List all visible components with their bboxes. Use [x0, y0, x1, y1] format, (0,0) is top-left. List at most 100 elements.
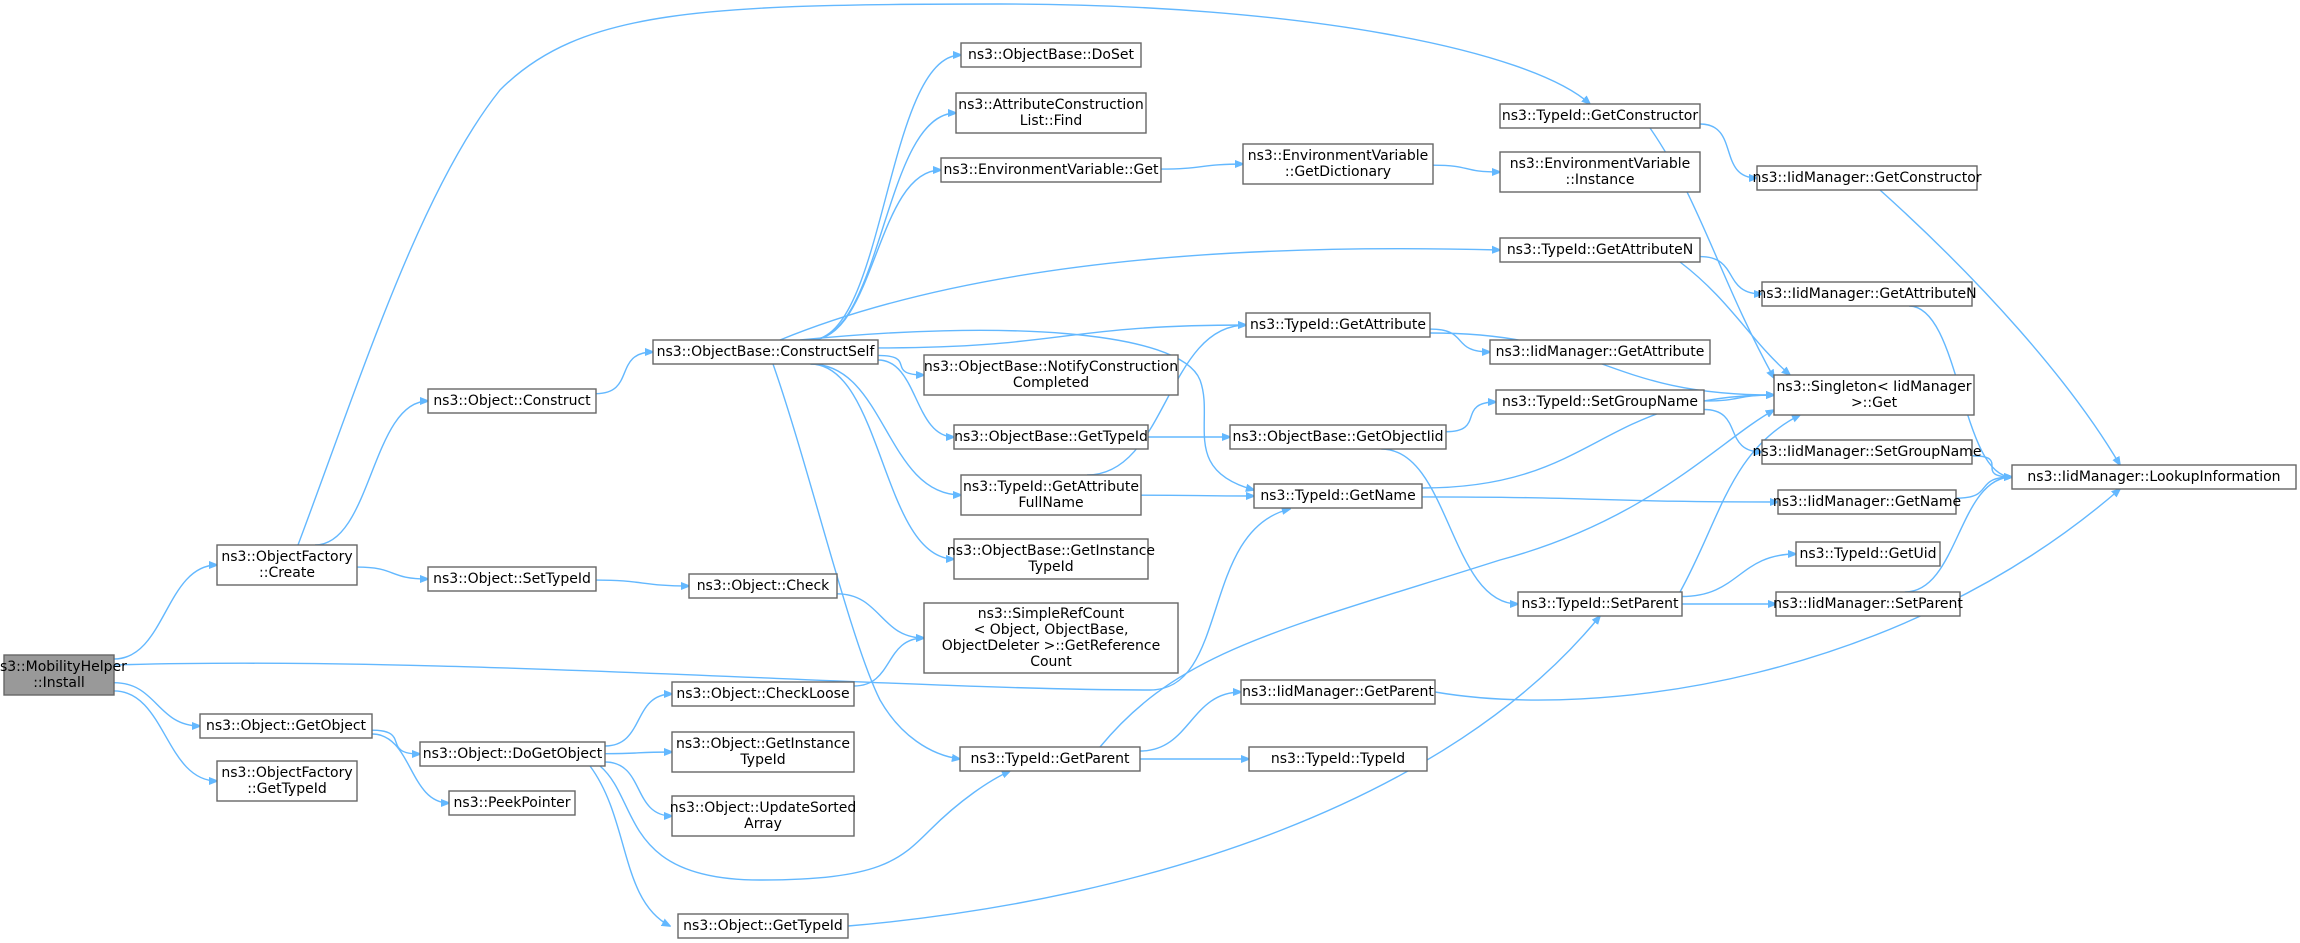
node-label: ns3::TypeId::GetConstructor	[1502, 108, 1698, 124]
edge-obj_settypeid-to-obj_check	[595, 579, 689, 586]
node-iid-getattribute[interactable]: ns3::IidManager::GetAttribute	[1489, 339, 1711, 365]
node-tid-getconstructor[interactable]: ns3::TypeId::GetConstructor	[1499, 103, 1701, 129]
edge-iid_getparent-to-iid_lookupinfo	[1434, 489, 2120, 701]
node-box	[1240, 679, 1436, 705]
edge-ob_getobjectiid-to-tid_setgroupname	[1445, 402, 1496, 433]
edge-ob_constructself-to-tid_getattributen	[779, 249, 1500, 341]
node-label: ns3::ObjectBase::DoSet	[968, 47, 1134, 63]
node-label: ns3::MobilityHelper	[0, 659, 127, 675]
edge-mh_install-to-obj_getobject	[113, 681, 200, 726]
edge-iid_getconstructor-to-iid_lookupinfo	[1879, 189, 2120, 465]
node-ev-getdictionary[interactable]: ns3::EnvironmentVariable::GetDictionary	[1242, 143, 1434, 185]
node-box	[427, 566, 597, 592]
node-box	[923, 354, 1179, 396]
node-ob-constructself[interactable]: ns3::ObjectBase::ConstructSelf	[652, 339, 879, 365]
node-tid-setparent[interactable]: ns3::TypeId::SetParent	[1517, 591, 1683, 617]
edge-tid_getparent-to-singleton_get	[1099, 410, 1774, 748]
node-of-gettypeid[interactable]: ns3::ObjectFactory::GetTypeId	[216, 760, 358, 802]
node-iid-getconstructor[interactable]: ns3::IidManager::GetConstructor	[1752, 165, 1982, 191]
node-obj-gettypeid[interactable]: ns3::Object::GetTypeId	[677, 913, 849, 939]
node-iid-getname[interactable]: ns3::IidManager::GetName	[1773, 489, 1961, 515]
node-box	[960, 474, 1142, 516]
node-label: ObjectDeleter >::GetReference	[942, 638, 1160, 654]
node-label: ns3::TypeId::TypeId	[1271, 751, 1405, 767]
edge-ob_constructself-to-ev_get	[810, 170, 942, 341]
edge-tid_getparent-to-iid_getparent	[1139, 692, 1241, 752]
node-box	[216, 760, 358, 802]
node-ev-instance[interactable]: ns3::EnvironmentVariable::Instance	[1499, 151, 1701, 193]
node-tid-getattributen[interactable]: ns3::TypeId::GetAttributeN	[1499, 237, 1701, 263]
node-box	[671, 731, 855, 773]
node-box	[671, 795, 855, 837]
node-obj-checkloose[interactable]: ns3::Object::CheckLoose	[671, 681, 855, 707]
node-label: ns3::IidManager::GetAttribute	[1496, 344, 1705, 360]
node-box	[688, 573, 838, 599]
node-label: List::Find	[1020, 113, 1083, 129]
node-box	[960, 42, 1142, 68]
node-iid-getattributen[interactable]: ns3::IidManager::GetAttributeN	[1757, 281, 1977, 307]
node-obj-check[interactable]: ns3::Object::Check	[688, 573, 838, 599]
node-obj-dogetobject[interactable]: ns3::Object::DoGetObject	[419, 741, 606, 767]
node-box	[1761, 439, 1973, 465]
node-of-create[interactable]: ns3::ObjectFactory::Create	[216, 544, 358, 586]
edge-ob_constructself-to-tid_getparent	[772, 363, 960, 759]
node-tid-getname[interactable]: ns3::TypeId::GetName	[1253, 483, 1423, 509]
node-iid-getparent[interactable]: ns3::IidManager::GetParent	[1240, 679, 1436, 705]
node-label: Array	[744, 816, 782, 832]
node-box	[923, 602, 1179, 674]
edge-of_create-to-tid_getconstructor	[297, 3, 1590, 546]
node-tid-getparent[interactable]: ns3::TypeId::GetParent	[959, 746, 1141, 772]
node-box	[1795, 541, 1941, 567]
node-label: ns3::IidManager::SetParent	[1773, 596, 1963, 612]
edge-ev_getdictionary-to-ev_instance	[1432, 164, 1500, 172]
node-label: ns3::IidManager::GetConstructor	[1752, 170, 1981, 186]
node-mh-install[interactable]: ns3::MobilityHelper::Install	[0, 654, 127, 696]
node-label: ns3::ObjectBase::GetObjectIid	[1232, 429, 1443, 445]
node-tid-getuid[interactable]: ns3::TypeId::GetUid	[1795, 541, 1941, 567]
node-label: ns3::Object::Construct	[433, 393, 591, 409]
node-ob-getobjectiid[interactable]: ns3::ObjectBase::GetObjectIid	[1229, 424, 1447, 450]
node-label: < Object, ObjectBase,	[974, 622, 1129, 638]
edge-tid_getattributen-to-singleton_get	[1679, 261, 1790, 375]
node-obj-construct[interactable]: ns3::Object::Construct	[427, 388, 597, 414]
node-tid-getattribute[interactable]: ns3::TypeId::GetAttribute	[1245, 312, 1431, 338]
node-box	[1242, 143, 1434, 185]
node-ob-doset[interactable]: ns3::ObjectBase::DoSet	[960, 42, 1142, 68]
node-ev-get[interactable]: ns3::EnvironmentVariable::Get	[940, 157, 1162, 183]
node-singleton-get[interactable]: ns3::Singleton< IidManager>::Get	[1773, 374, 1975, 416]
node-obj-settypeid[interactable]: ns3::Object::SetTypeId	[427, 566, 597, 592]
node-ob-gettypeid[interactable]: ns3::ObjectBase::GetTypeId	[953, 424, 1149, 450]
node-obj-getobject[interactable]: ns3::Object::GetObject	[199, 713, 373, 739]
node-label: ns3::ObjectFactory	[221, 549, 352, 565]
edge-ob_constructself-to-tid_getattrfullname	[810, 363, 962, 495]
node-label: ns3::IidManager::LookupInformation	[2027, 469, 2280, 485]
node-box	[2011, 464, 2297, 490]
edge-mh_install-to-of_create	[113, 565, 217, 660]
node-box	[1229, 424, 1447, 450]
edge-obj_dogetobject-to-obj_getinstancetypeid	[604, 752, 672, 754]
node-iid-setparent[interactable]: ns3::IidManager::SetParent	[1773, 591, 1963, 617]
node-src-getrefcount[interactable]: ns3::SimpleRefCount< Object, ObjectBase,…	[923, 602, 1179, 674]
edge-tid_getattributen-to-iid_getattributen	[1699, 255, 1762, 294]
node-iid-lookupinfo[interactable]: ns3::IidManager::LookupInformation	[2011, 464, 2297, 490]
node-tid-typeid[interactable]: ns3::TypeId::TypeId	[1248, 746, 1428, 772]
node-label: ns3::Object::UpdateSorted	[670, 800, 856, 816]
nodes-layer: ns3::MobilityHelper::Installns3::ObjectF…	[0, 42, 2297, 939]
node-ob-notify[interactable]: ns3::ObjectBase::NotifyConstructionCompl…	[923, 354, 1179, 396]
node-label: ns3::IidManager::GetParent	[1242, 684, 1434, 700]
edge-mh_install-to-tid_getname	[113, 509, 1290, 691]
node-label: ::Create	[259, 565, 315, 581]
node-iid-setgroupname[interactable]: ns3::IidManager::SetGroupName	[1753, 439, 1982, 465]
node-tid-setgroupname[interactable]: ns3::TypeId::SetGroupName	[1495, 389, 1705, 415]
node-label: Count	[1030, 654, 1072, 670]
node-label: ns3::TypeId::SetGroupName	[1502, 394, 1698, 410]
edge-ob_constructself-to-acl_find	[810, 113, 957, 341]
node-peekpointer[interactable]: ns3::PeekPointer	[448, 790, 576, 816]
edge-ob_constructself-to-ob_getinstancetypeid	[810, 363, 955, 559]
node-label: ns3::TypeId::SetParent	[1522, 596, 1679, 612]
